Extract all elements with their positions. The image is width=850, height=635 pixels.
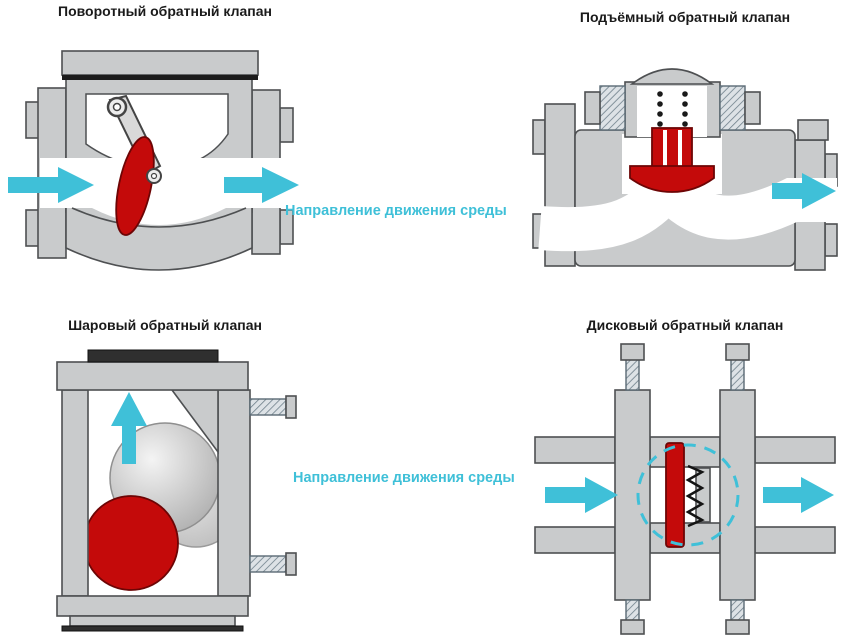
bonnet-cover	[61, 50, 259, 76]
ball-valve-title: Шаровый обратный клапан	[68, 317, 262, 333]
flow-direction-label-bottom: Направление движения среды	[293, 470, 515, 486]
bottom-gasket	[61, 625, 244, 632]
bolt-nut-left	[584, 91, 601, 125]
bonnet-dome	[629, 68, 715, 85]
swing-valve-title: Поворотный обратный клапан	[58, 3, 272, 19]
flange-tab	[279, 107, 294, 143]
stud-bolt	[249, 398, 287, 416]
stud-nut	[285, 552, 297, 576]
lift-valve-diagram	[532, 68, 838, 271]
stud-bolt	[625, 599, 640, 623]
flange-left	[614, 389, 651, 601]
stud-bolt	[730, 599, 745, 623]
bottom-plate	[69, 615, 236, 627]
disc-pin-center	[150, 172, 158, 180]
stem-groove	[678, 130, 682, 168]
bowl-edge	[71, 207, 247, 228]
ball-valve-diagram	[56, 349, 297, 632]
pivot-pin	[112, 102, 122, 112]
pipe-wall	[754, 526, 836, 554]
flange-tab	[824, 223, 838, 257]
swing-valve-diagram	[8, 50, 299, 271]
lift-valve-panel: Подъёмный обратный клапан	[520, 6, 850, 302]
ball-red	[83, 495, 179, 591]
bolt-nut-right	[744, 91, 761, 125]
stud-bolt	[730, 357, 745, 391]
wafer-body-top	[649, 436, 721, 468]
flow-arrow-up	[111, 392, 147, 464]
lift-valve-title: Подъёмный обратный клапан	[579, 9, 791, 25]
piston-stem-red	[651, 127, 693, 171]
top-cap	[87, 349, 219, 363]
flow-arrow-out	[763, 477, 834, 513]
disc-valve-panel: Дисковый обратный клапан	[520, 314, 850, 635]
top-flange	[56, 361, 249, 391]
stud-nut	[285, 395, 297, 419]
dashed-flow-circle	[636, 443, 740, 547]
bonnet-bolt-left	[599, 85, 626, 131]
stem-groove	[663, 130, 667, 168]
piston-head-red	[629, 165, 715, 193]
flange-tab	[532, 119, 546, 155]
bottom-flange	[56, 595, 249, 617]
swing-valve-panel: Поворотный обратный клапан	[0, 0, 330, 296]
body-wall-left	[61, 389, 89, 597]
cover-gasket	[62, 75, 258, 80]
flow-arrow-out	[772, 173, 836, 209]
flow-direction-label-top: Направление движения среды	[285, 203, 507, 219]
pipe-wall	[534, 436, 616, 464]
disc-valve-title: Дисковый обратный клапан	[586, 317, 784, 333]
flow-arrow-in	[545, 477, 618, 513]
outlet-flange-top	[797, 119, 829, 141]
bonnet-bolt-right	[719, 85, 746, 131]
flow-arrow-in	[8, 167, 94, 203]
disc-valve-diagram	[534, 343, 836, 635]
flow-arrow-out	[224, 167, 299, 203]
spring-retainer	[695, 467, 711, 523]
ball-valve-panel: Шаровый обратный клапан	[0, 314, 330, 635]
stud-nut	[620, 343, 645, 361]
disc-spring	[685, 464, 705, 528]
stud-bolt	[249, 555, 287, 573]
stud-bolt	[625, 357, 640, 391]
swing-disc-red	[115, 136, 155, 236]
stud-nut	[725, 619, 750, 635]
stud-nut	[725, 343, 750, 361]
valve-disc-red	[665, 442, 685, 548]
body-wall-right	[217, 389, 251, 597]
pipe-wall	[754, 436, 836, 464]
stud-nut	[620, 619, 645, 635]
pipe-wall	[534, 526, 616, 554]
